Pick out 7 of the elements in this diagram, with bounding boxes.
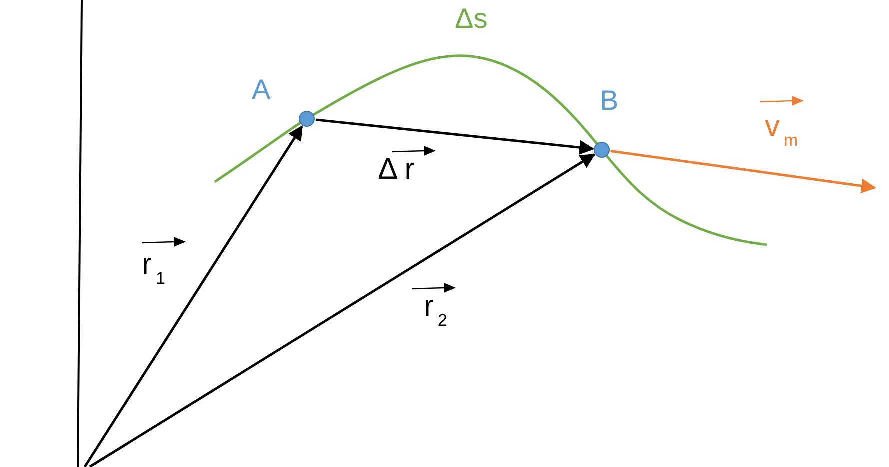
curve-label: Δs	[455, 5, 488, 33]
vector-arrow	[610, 150, 876, 194]
vector-arrow	[316, 118, 595, 156]
vector-arrow	[84, 125, 304, 467]
point-label: B	[600, 87, 619, 115]
vector-arrow	[89, 154, 596, 467]
point-label: A	[252, 76, 271, 104]
